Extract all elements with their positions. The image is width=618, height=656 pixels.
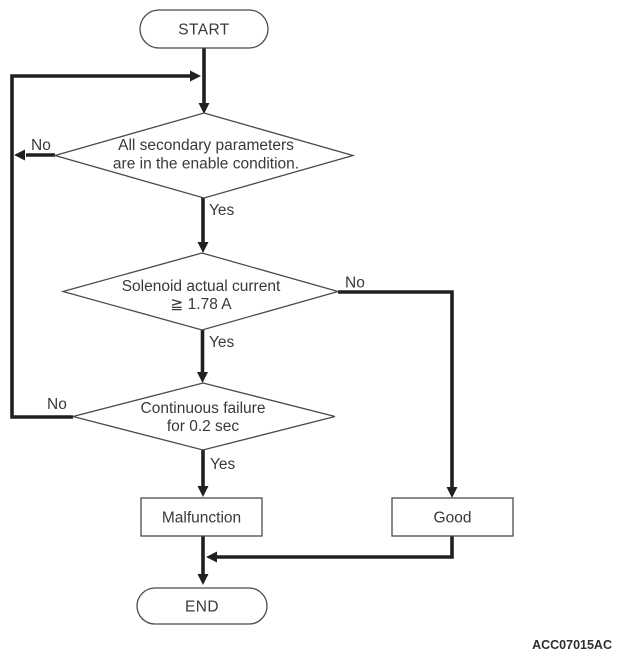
malfunction-node xyxy=(140,497,263,537)
end-node xyxy=(136,587,268,625)
decision3-node xyxy=(72,382,336,451)
decision1-yes-label: Yes xyxy=(209,202,235,219)
decision1-node xyxy=(52,112,356,199)
decision1-no-arrowhead-left xyxy=(14,149,25,161)
start-node xyxy=(139,9,269,49)
decision2-no-label: No xyxy=(345,275,365,292)
decision2-yes-label: Yes xyxy=(209,334,235,351)
decision1-label-line1: All secondary parameters xyxy=(118,137,294,154)
decision2-node xyxy=(60,252,341,331)
start-to-decision1-arrowhead xyxy=(198,103,210,114)
decision1-no-label: No xyxy=(31,137,51,154)
decision2-label-line2: ≧ 1.78 A xyxy=(170,296,232,313)
decision2-label-line1: Solenoid actual current xyxy=(122,278,281,295)
good-to-merge-connector xyxy=(216,536,454,559)
good-to-merge-arrowhead-left xyxy=(206,551,217,563)
malfunction-to-end-arrowhead xyxy=(197,574,209,585)
decision3-label-line2: for 0.2 sec xyxy=(167,418,240,435)
decision1-yes-arrowhead xyxy=(197,242,209,253)
decision3-no-label: No xyxy=(47,396,67,413)
decision3-yes-label: Yes xyxy=(210,456,236,473)
good-node xyxy=(391,497,514,537)
decision2-no-connector xyxy=(338,290,454,489)
decision3-yes-arrowhead xyxy=(197,486,209,497)
decision3-label-line1: Continuous failure xyxy=(141,400,266,417)
end-label: END xyxy=(185,599,219,616)
decision1-label-line2: are in the enable condition. xyxy=(113,156,299,173)
loopback-arrowhead-right xyxy=(190,70,201,82)
malfunction-label: Malfunction xyxy=(162,510,241,527)
figure-code: ACC07015AC xyxy=(532,638,612,652)
good-label: Good xyxy=(434,510,472,527)
decision2-yes-arrowhead xyxy=(197,372,208,383)
start-label: START xyxy=(178,22,230,39)
loopback-connector xyxy=(10,74,192,419)
decision2-no-arrowhead-down xyxy=(446,487,458,498)
